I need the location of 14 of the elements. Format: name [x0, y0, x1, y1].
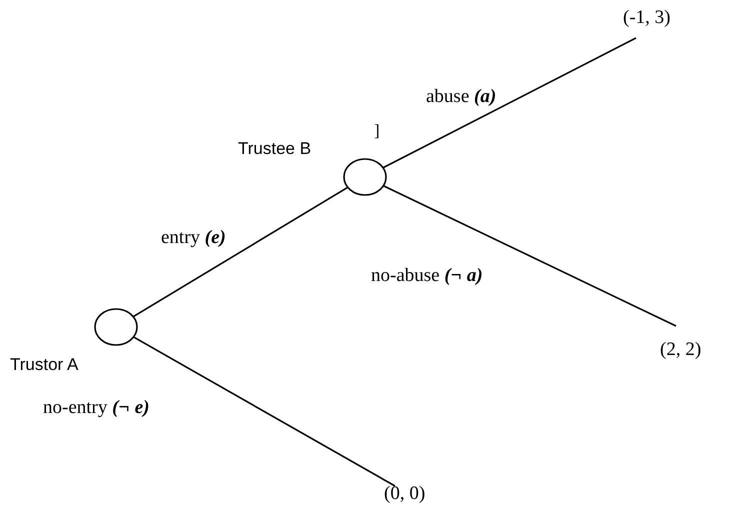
branch-line: [382, 37, 636, 168]
edge-label: no-abuse (¬ a): [370, 266, 484, 287]
player-label: Trustee B: [238, 139, 312, 159]
stray-mark: ]: [374, 122, 380, 139]
branch-line: [132, 186, 348, 318]
branch-line: [382, 185, 676, 327]
player-label: Trustor A: [10, 355, 78, 375]
payoff-label: (-1, 3): [623, 8, 670, 27]
edge-label: entry (e): [160, 228, 227, 249]
edge-label: no-entry (¬ e): [42, 398, 150, 419]
payoff-label: (2, 2): [660, 340, 702, 359]
payoff-label: (0, 0): [384, 484, 426, 503]
branch-line: [133, 336, 396, 487]
edge-label: abuse (a): [425, 87, 498, 108]
